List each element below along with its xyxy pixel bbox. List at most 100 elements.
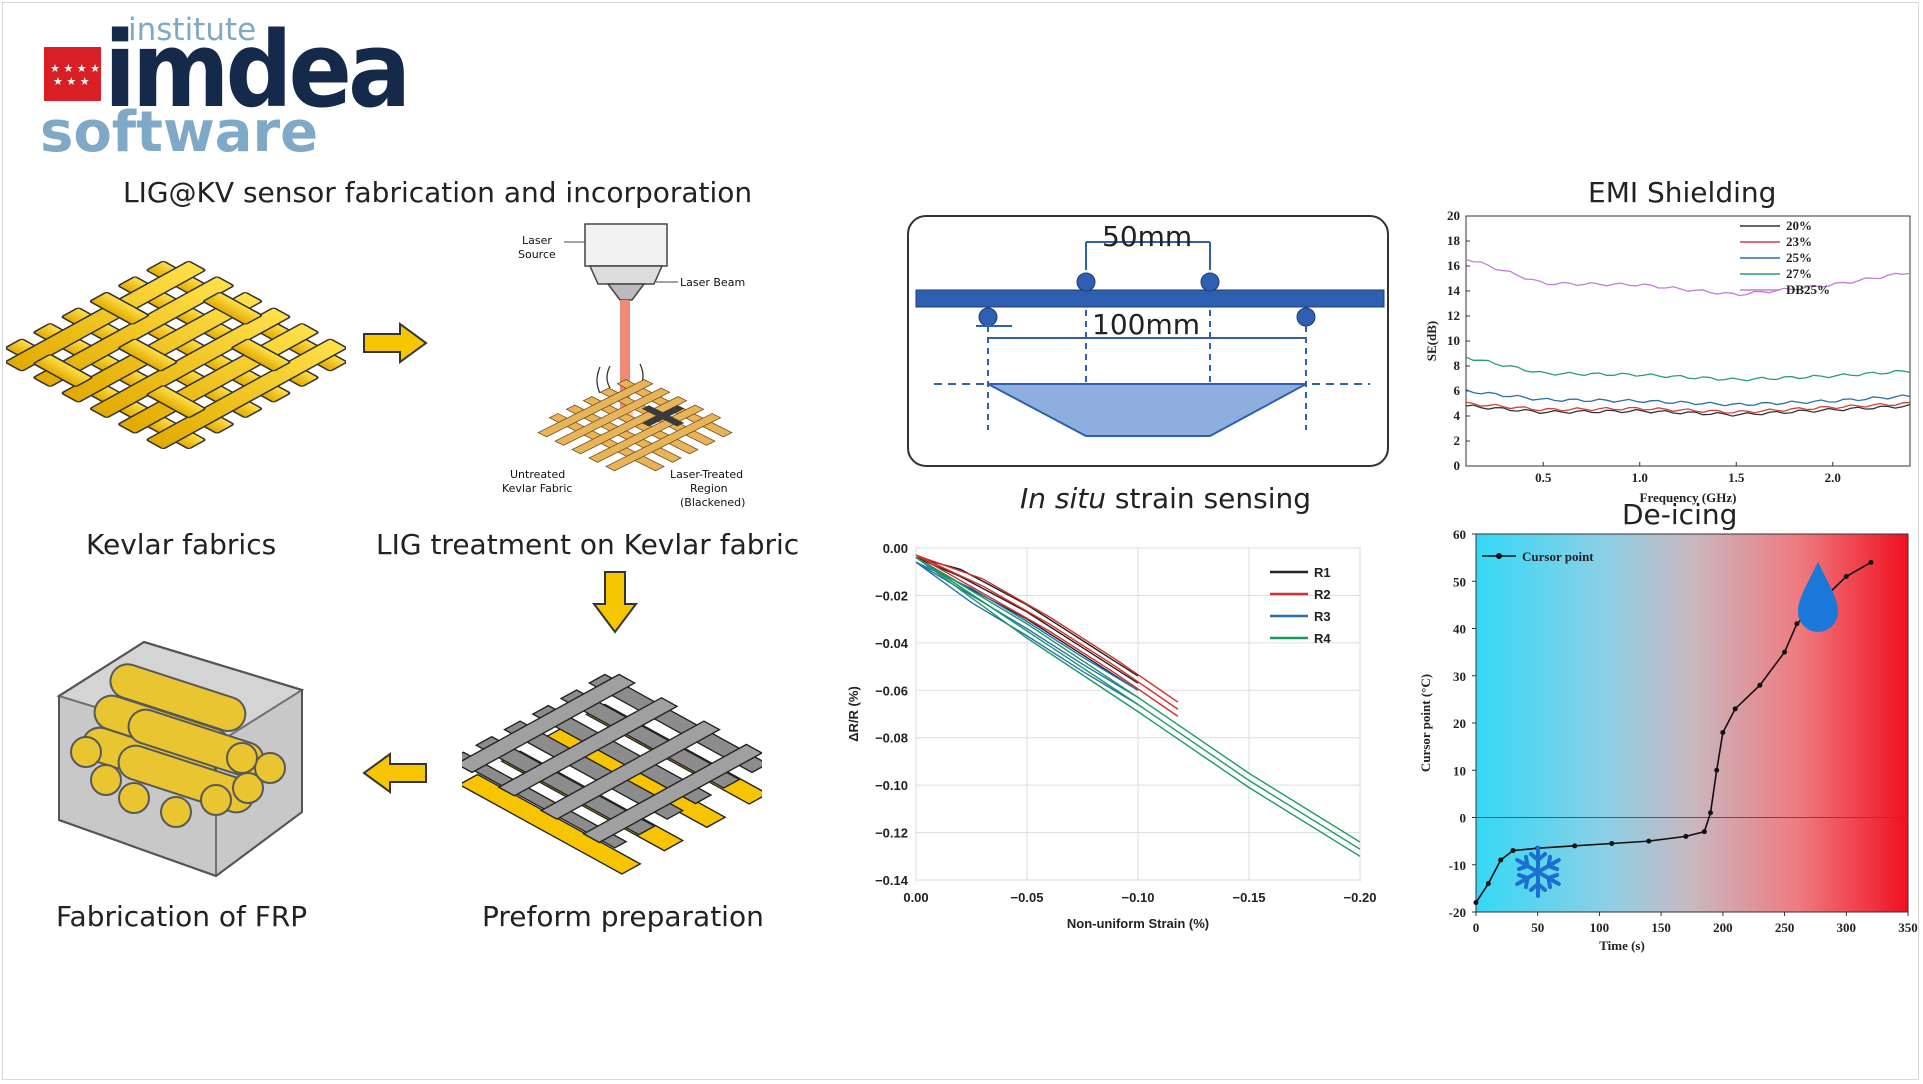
series-line-R2 bbox=[915, 554, 1179, 717]
legend-marker bbox=[1496, 553, 1502, 559]
legend-label: R3 bbox=[1314, 609, 1331, 624]
y-tick-label: -20 bbox=[1449, 905, 1466, 920]
svg-text:★ ★ ★ ★: ★ ★ ★ ★ bbox=[50, 62, 100, 75]
laser-label: Laser bbox=[522, 234, 552, 247]
data-point bbox=[1714, 767, 1720, 773]
y-tick-label: 10 bbox=[1447, 333, 1460, 348]
x-tick-label: 200 bbox=[1713, 920, 1733, 935]
x-tick-label: 150 bbox=[1651, 920, 1671, 935]
y-tick-label: 4 bbox=[1454, 408, 1461, 423]
y-tick-label: 20 bbox=[1447, 210, 1460, 223]
y-tick-label: 2 bbox=[1454, 433, 1461, 448]
logo-software-text: software bbox=[40, 100, 319, 165]
y-tick-label: 60 bbox=[1453, 528, 1466, 542]
x-axis-label: Non-uniform Strain (%) bbox=[1067, 916, 1209, 931]
data-point bbox=[1843, 574, 1849, 580]
x-tick-label: 2.0 bbox=[1825, 470, 1841, 485]
legend-label: DB25% bbox=[1786, 282, 1830, 297]
data-point bbox=[1782, 649, 1788, 655]
data-point bbox=[1609, 840, 1615, 846]
series-line-DB25% bbox=[1465, 259, 1911, 297]
laser-source-box bbox=[584, 223, 668, 267]
laser-label: (Blackened) bbox=[680, 496, 745, 509]
series-line-R3 bbox=[915, 561, 1139, 706]
y-tick-label: 16 bbox=[1447, 258, 1461, 273]
step-label-preform: Preform preparation bbox=[482, 900, 764, 933]
data-point bbox=[1720, 729, 1726, 735]
strain-sensing-caption: In situ strain sensing bbox=[1020, 482, 1312, 515]
preform-illustration bbox=[462, 673, 762, 875]
y-axis-label: SE(dB) bbox=[1424, 321, 1439, 361]
x-axis-label: Frequency (GHz) bbox=[1640, 490, 1737, 505]
laser-label: Laser Beam bbox=[680, 276, 745, 289]
laser-label: Source bbox=[518, 248, 556, 261]
step-label-kevlar: Kevlar fabrics bbox=[86, 528, 277, 561]
data-point bbox=[1757, 682, 1763, 688]
snowflake-icon bbox=[1515, 846, 1561, 898]
series-line-27% bbox=[1465, 356, 1911, 382]
laser-label: Laser-Treated bbox=[670, 468, 743, 481]
series-line-25% bbox=[1465, 389, 1911, 407]
y-tick-label: 14 bbox=[1447, 283, 1461, 298]
arrow-right-icon bbox=[363, 322, 428, 364]
x-tick-label: 350 bbox=[1898, 920, 1918, 935]
step-label-lig: LIG treatment on Kevlar fabric bbox=[376, 528, 800, 561]
legend-label: Cursor point bbox=[1522, 549, 1594, 564]
legend-label: 27% bbox=[1786, 266, 1812, 281]
legend-label: R2 bbox=[1314, 587, 1331, 602]
x-tick-label: 0.5 bbox=[1535, 470, 1552, 485]
data-point bbox=[1701, 829, 1707, 835]
laser-label: Region bbox=[690, 482, 728, 495]
madrid-flag-icon: ★ ★ ★ ★ ★ ★ ★ bbox=[44, 47, 101, 101]
y-tick-label: 40 bbox=[1453, 622, 1466, 637]
series-line-R2 bbox=[915, 554, 1179, 710]
water-drop-icon bbox=[1798, 562, 1838, 632]
y-tick-label: 12 bbox=[1447, 308, 1460, 323]
x-tick-label: 50 bbox=[1531, 920, 1544, 935]
data-point bbox=[1646, 838, 1652, 844]
y-axis-label: Cursor point (°C) bbox=[1418, 674, 1433, 772]
laser-label: Untreated bbox=[510, 468, 565, 481]
bending-setup-diagram: 50mm 100mm bbox=[907, 215, 1389, 467]
series-line-R4 bbox=[915, 556, 1361, 850]
series-line-23% bbox=[1465, 401, 1911, 414]
y-tick-label: 18 bbox=[1447, 233, 1461, 248]
fabrication-title: LIG@KV sensor fabrication and incorporat… bbox=[123, 176, 753, 209]
x-tick-label: −0.15 bbox=[1233, 890, 1266, 905]
series-line-R2 bbox=[915, 554, 1179, 703]
y-tick-label: 8 bbox=[1454, 358, 1461, 373]
data-point bbox=[1510, 848, 1516, 854]
data-point bbox=[1794, 621, 1800, 627]
y-tick-label: 0 bbox=[1460, 811, 1467, 826]
x-tick-label: 0 bbox=[1473, 920, 1480, 935]
plot-area bbox=[1475, 533, 1909, 913]
x-tick-label: −0.10 bbox=[1122, 890, 1155, 905]
emi-chart-title: EMI Shielding bbox=[1588, 176, 1777, 209]
arrow-left-icon bbox=[362, 752, 427, 794]
y-tick-label: −0.10 bbox=[875, 778, 908, 793]
series-line-R4 bbox=[915, 556, 1361, 843]
frp-composite-illustration bbox=[56, 640, 305, 878]
y-tick-label: 30 bbox=[1453, 669, 1466, 684]
y-axis-label: ΔR/R (%) bbox=[846, 686, 861, 742]
x-tick-label: 100 bbox=[1590, 920, 1610, 935]
data-point bbox=[1572, 843, 1578, 849]
legend-label: R4 bbox=[1314, 631, 1331, 646]
series-line-R4 bbox=[915, 556, 1361, 857]
y-tick-label: 0.00 bbox=[883, 541, 908, 556]
data-point bbox=[1473, 900, 1479, 906]
strain-chart: 0.00−0.05−0.10−0.15−0.200.00−0.02−0.04−0… bbox=[846, 541, 1376, 931]
y-tick-label: −0.08 bbox=[875, 731, 908, 746]
y-tick-label: 6 bbox=[1454, 383, 1461, 398]
y-tick-label: −0.12 bbox=[875, 826, 908, 841]
legend-label: 25% bbox=[1786, 250, 1812, 265]
data-point bbox=[1708, 810, 1714, 816]
y-tick-label: −0.02 bbox=[875, 588, 908, 603]
y-tick-label: −0.04 bbox=[875, 636, 909, 651]
y-tick-label: 50 bbox=[1453, 574, 1466, 589]
data-point bbox=[1498, 857, 1504, 863]
y-tick-label: 10 bbox=[1453, 763, 1466, 778]
